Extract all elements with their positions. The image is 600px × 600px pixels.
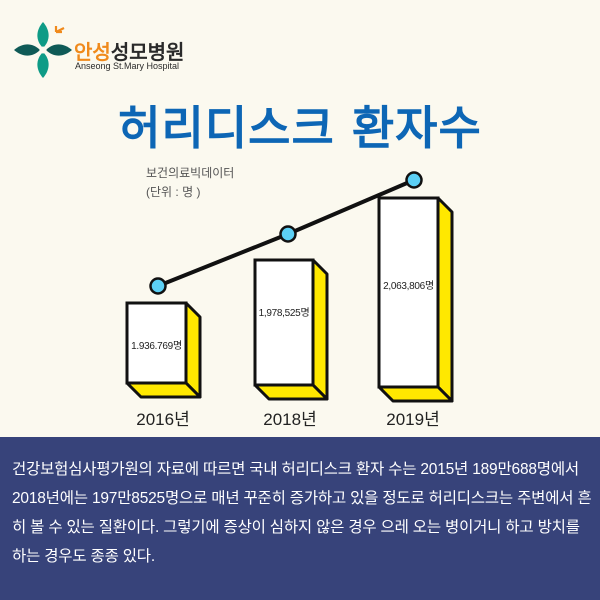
unit-note: (단위 : 명 ): [146, 185, 201, 199]
marker-2019: [405, 171, 423, 189]
bar-2016: [125, 301, 202, 399]
year-label-2018: 2018년: [263, 410, 317, 429]
marker-2018: [279, 225, 297, 243]
year-label-2016: 2016년: [136, 410, 190, 429]
bar-2019: [377, 196, 454, 403]
year-label-2019: 2019년: [386, 410, 440, 429]
logo-name-part1: 안성: [74, 40, 111, 64]
logo-korean-name: 안성성모병원: [74, 36, 184, 65]
page-title: 허리디스크 환자수: [118, 101, 482, 155]
bar-value-2016: 1.936.769명: [131, 341, 182, 352]
logo-english-name: Anseong St.Mary Hospital: [75, 61, 180, 71]
logo-name-part2: 성모병원: [110, 40, 185, 64]
source-name: 보건의료빅데이터: [146, 166, 235, 180]
marker-2016: [149, 277, 167, 295]
bar-chart: [125, 171, 454, 403]
description-panel: 건강보험심사평가원의 자료에 따르면 국내 허리디스크 환자 수는 2015년 …: [0, 437, 600, 600]
bar-value-2019: 2,063,806명: [383, 281, 434, 292]
hospital-logo: 안성성모병원 Anseong St.Mary Hospital: [12, 20, 222, 80]
bar-value-2018: 1,978,525명: [258, 308, 310, 319]
source-note: 보건의료빅데이터 (단위 : 명 ): [146, 164, 234, 202]
clover-cross-logo-icon: [14, 22, 72, 78]
bar-2018: [253, 258, 329, 401]
description-text: 건강보험심사평가원의 자료에 따르면 국내 허리디스크 환자 수는 2015년 …: [12, 461, 592, 565]
